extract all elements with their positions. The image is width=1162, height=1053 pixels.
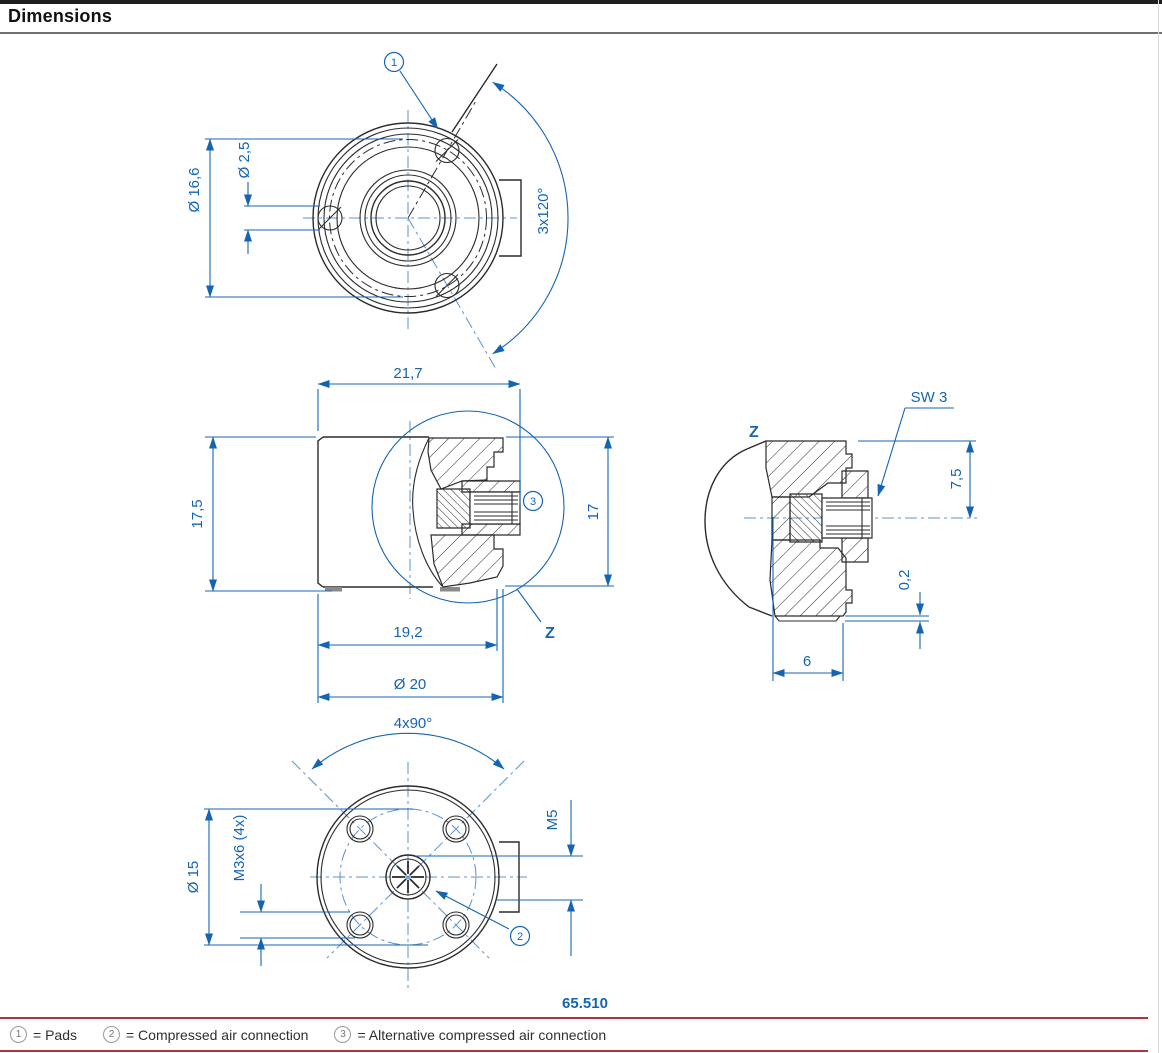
- legend-item-pads: 1 = Pads: [10, 1026, 77, 1043]
- legend-item-air-connection: 2 = Compressed air connection: [102, 1026, 309, 1043]
- detail-view-mark-z: Z: [749, 424, 759, 441]
- mounting-holes: [346, 815, 470, 939]
- svg-text:3: 3: [530, 496, 536, 508]
- dim-angle-120: 3x120°: [535, 188, 552, 235]
- svg-text:19,2: 19,2: [393, 624, 422, 641]
- dim-height-17: 17: [505, 436, 614, 587]
- dim-thread-m5: M5: [415, 800, 583, 956]
- svg-text:Ø 20: Ø 20: [394, 676, 427, 693]
- dim-bolt-circle-15: Ø 15: [185, 808, 428, 946]
- pad-holes: [317, 137, 460, 299]
- foot-left: [325, 587, 342, 592]
- dim-clearance-0-2: 0,2: [845, 570, 929, 649]
- dim-dia-20: Ø 20: [317, 589, 504, 703]
- dim-depth-7-5: 7,5: [858, 440, 976, 519]
- callout-3: 3: [522, 490, 544, 512]
- dim-thread-m3x6: M3x6 (4x): [231, 815, 355, 966]
- svg-text:0,2: 0,2: [896, 570, 913, 591]
- dim-bolt-circle-16-6: Ø 16,6: [186, 138, 403, 298]
- svg-text:M3x6 (4x): M3x6 (4x): [231, 815, 248, 882]
- svg-text:SW 3: SW 3: [911, 389, 948, 406]
- spline-plug: [469, 491, 521, 525]
- legend-callout-3: 3: [334, 1026, 352, 1043]
- svg-text:Ø 16,6: Ø 16,6: [186, 167, 203, 212]
- title-rule: [0, 32, 1162, 34]
- svg-text:17: 17: [585, 504, 602, 521]
- top-view-drawing: 3x120° 1 Ø 16,6 Ø 2,5: [186, 51, 569, 370]
- page-right-edge: [1158, 0, 1159, 1053]
- detail-view-z: Z: [704, 389, 977, 681]
- legend-callout-2: 2: [102, 1026, 120, 1043]
- legend-callout-1: 1: [10, 1026, 27, 1043]
- svg-text:4x90°: 4x90°: [394, 715, 433, 732]
- svg-text:M5: M5: [544, 810, 561, 831]
- svg-text:21,7: 21,7: [393, 365, 422, 382]
- legend-text-air-connection: = Compressed air connection: [125, 1026, 309, 1043]
- dim-width-19-2: 19,2: [317, 589, 498, 703]
- air-connection-hole: [385, 854, 431, 900]
- dim-width-6: 6: [772, 517, 844, 681]
- legend-text-alt-air-connection: = Alternative compressed air connection: [357, 1026, 607, 1043]
- svg-text:7,5: 7,5: [948, 469, 965, 490]
- dim-wrench-sw3: SW 3: [877, 389, 954, 497]
- dim-angle-90: 4x90°: [311, 715, 505, 770]
- spline-plug-detail: [821, 497, 873, 539]
- detail-circle-z: [371, 410, 565, 604]
- callout-1: 1: [383, 51, 439, 130]
- svg-text:6: 6: [803, 653, 811, 670]
- top-rule: [0, 0, 1162, 4]
- foot-right: [440, 587, 460, 592]
- page-title: Dimensions: [8, 6, 113, 26]
- bottom-view-drawing: 4x90° Ø 15 M3x6 (4x): [185, 715, 583, 992]
- svg-text:17,5: 17,5: [189, 499, 206, 528]
- svg-text:Ø 15: Ø 15: [185, 861, 202, 894]
- front-section-view: Z 3 21,7 17,5: [189, 365, 614, 703]
- callout-2: 2: [435, 890, 531, 947]
- dim-width-21-7: 21,7: [317, 365, 521, 505]
- drawing-number: 65.510: [562, 995, 608, 1012]
- svg-text:2: 2: [517, 931, 523, 943]
- dim-height-17-5: 17,5: [189, 436, 332, 592]
- legend-text-pads: = Pads: [33, 1026, 77, 1043]
- detail-mark-z: Z: [545, 625, 555, 642]
- svg-text:Ø 2,5: Ø 2,5: [236, 142, 253, 179]
- dim-pad-hole-2-5: Ø 2,5: [236, 142, 320, 254]
- legend-bar: 1 = Pads 2 = Compressed air connection 3…: [0, 1017, 1148, 1052]
- legend-item-alt-air-connection: 3 = Alternative compressed air connectio…: [334, 1026, 606, 1043]
- svg-text:1: 1: [391, 57, 397, 69]
